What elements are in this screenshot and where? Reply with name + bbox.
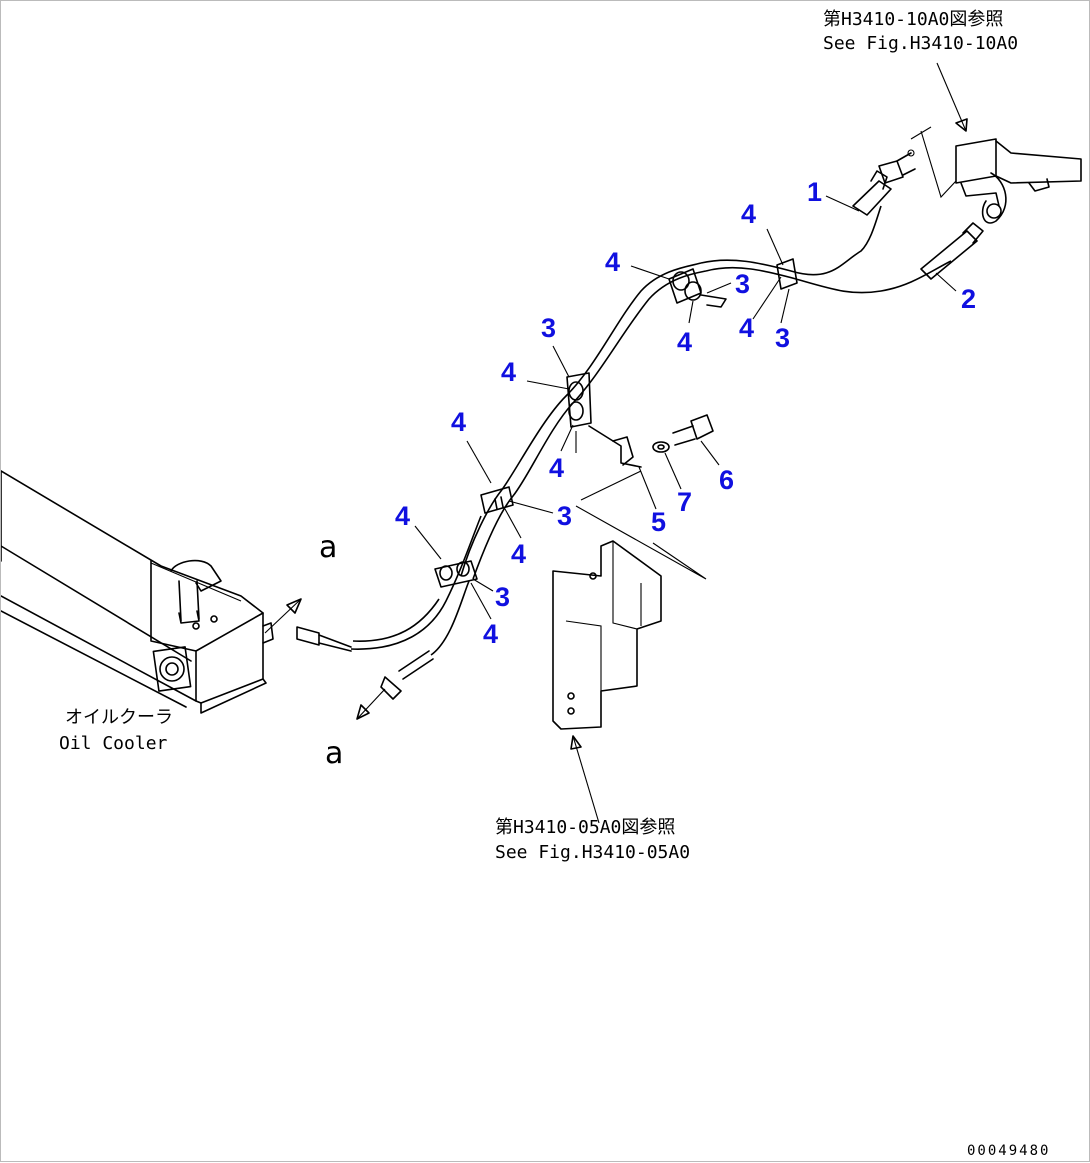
callout-4: 4 bbox=[451, 407, 466, 437]
callout-4: 4 bbox=[511, 539, 526, 569]
oil-cooler-label-jp: オイルクーラ bbox=[65, 707, 173, 728]
mounting-plate bbox=[552, 470, 707, 824]
reference-notes: 第H3410-10A0図参照 See Fig.H3410-10A0 第H3410… bbox=[59, 9, 1050, 1159]
oil-cooler-label-en: Oil Cooler bbox=[59, 733, 168, 754]
bottom-reference-jp: 第H3410-05A0図参照 bbox=[495, 817, 675, 838]
callout-4: 4 bbox=[739, 313, 754, 343]
left-fittings bbox=[264, 515, 482, 720]
bottom-reference-en: See Fig.H3410-05A0 bbox=[495, 842, 690, 863]
hose-assembly bbox=[460, 170, 984, 580]
callout-3: 3 bbox=[495, 582, 510, 612]
top-reference-en: See Fig.H3410-10A0 bbox=[823, 33, 1018, 54]
leader-lines bbox=[414, 195, 957, 620]
callout-4: 4 bbox=[549, 453, 564, 483]
connection-mark-lower: a bbox=[325, 736, 343, 771]
callout-6: 6 bbox=[719, 465, 734, 495]
callout-2: 2 bbox=[961, 284, 976, 314]
callout-3: 3 bbox=[557, 501, 572, 531]
callout-4: 4 bbox=[395, 501, 410, 531]
part-callouts: 1 2 3 3 3 3 3 3 4 4 4 4 4 4 4 4 4 4 5 6 … bbox=[395, 177, 976, 649]
drawing-code: 00049480 bbox=[967, 1143, 1050, 1159]
callout-3: 3 bbox=[541, 313, 556, 343]
oil-cooler bbox=[1, 470, 274, 714]
callout-5: 5 bbox=[651, 507, 666, 537]
callout-7: 7 bbox=[677, 487, 692, 517]
connection-mark-upper: a bbox=[319, 530, 337, 565]
callout-4: 4 bbox=[483, 619, 498, 649]
callout-3: 3 bbox=[775, 323, 790, 353]
callout-1: 1 bbox=[807, 177, 822, 207]
callout-4: 4 bbox=[741, 199, 756, 229]
callout-3: 3 bbox=[735, 269, 750, 299]
callout-4: 4 bbox=[605, 247, 620, 277]
top-reference-jp: 第H3410-10A0図参照 bbox=[823, 9, 1003, 30]
bolt-and-bracket bbox=[575, 414, 714, 468]
valve-block bbox=[878, 62, 1082, 224]
callout-4: 4 bbox=[677, 327, 692, 357]
clamps bbox=[434, 258, 798, 588]
callout-4: 4 bbox=[501, 357, 516, 387]
